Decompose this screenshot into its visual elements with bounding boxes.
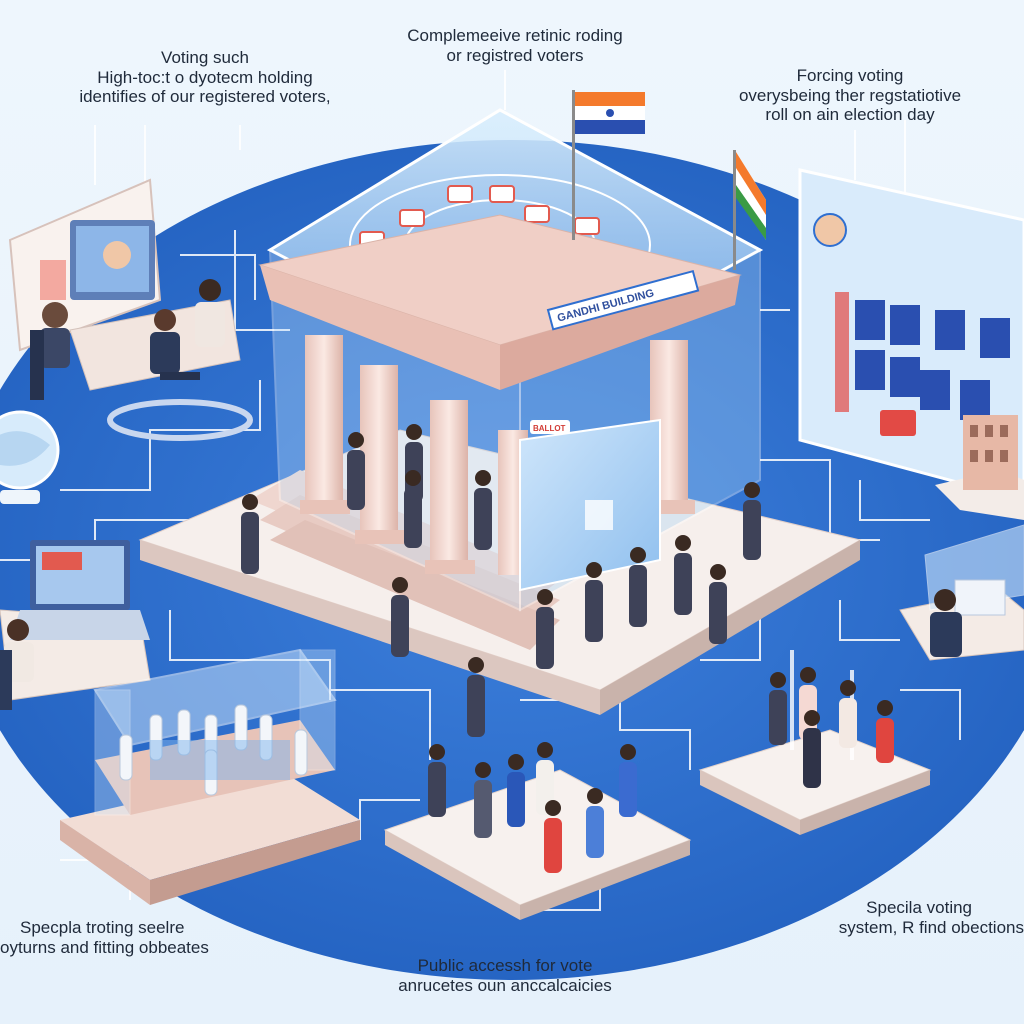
person-icon	[769, 667, 894, 788]
workstation-top-left	[8, 178, 253, 441]
caption-line: Forcing voting	[796, 66, 904, 85]
caption-line: system, R find obections	[838, 917, 1024, 937]
caption-bottom-center: Public accessh for vote anrucetes oun an…	[360, 956, 650, 995]
caption-line: overysbeing ther regstatiotive	[738, 85, 962, 105]
caption-line: anrucetes oun anccalcaicies	[398, 975, 612, 995]
globe-icon	[0, 410, 60, 504]
caption-line: oyturns and fitting obbeates	[0, 937, 209, 957]
caption-line: identifies of our registered voters,	[79, 87, 331, 107]
voting-screen: BALLOT	[519, 418, 661, 592]
person-icon	[428, 742, 637, 873]
caption-bottom-right: Specila voting system, R find obections	[800, 898, 1024, 937]
small-building	[935, 415, 1024, 520]
vote-count-box	[60, 648, 360, 905]
caption-line: Complemeeive retinic roding	[407, 26, 623, 45]
special-voting-platform	[698, 650, 932, 835]
building-column	[305, 335, 343, 505]
caption-line: Voting such	[161, 48, 249, 67]
screen-sign: BALLOT	[533, 424, 566, 433]
caption-line: Specpla troting seelre	[20, 918, 185, 937]
caption-line: or registred voters	[446, 45, 584, 65]
caption-line: roll on ain election day	[765, 105, 935, 125]
building-column	[360, 365, 398, 535]
caption-bottom-left: Specpla troting seelre oyturns and fitti…	[0, 918, 250, 957]
caption-top-center: Complemeeive retinic roding or registred…	[375, 26, 655, 65]
voter-queue	[241, 424, 761, 737]
workstation-right	[899, 524, 1024, 661]
person-icon	[241, 424, 761, 737]
caption-line: High-toc:t o dyotecm holding	[97, 67, 313, 87]
central-building: GANDHI BUILDING	[258, 214, 742, 575]
flag-icon	[572, 90, 766, 270]
caption-line: Specila voting	[866, 898, 972, 917]
workstation-left-laptop	[0, 540, 151, 710]
caption-top-left: Voting such High-toc:t o dyotecm holding…	[40, 48, 370, 107]
caption-top-right: Forcing voting overysbeing ther regstati…	[700, 66, 1000, 125]
public-access-platform	[383, 742, 692, 920]
caption-line: Public accessh for vote	[417, 956, 593, 975]
building-column	[430, 400, 468, 565]
